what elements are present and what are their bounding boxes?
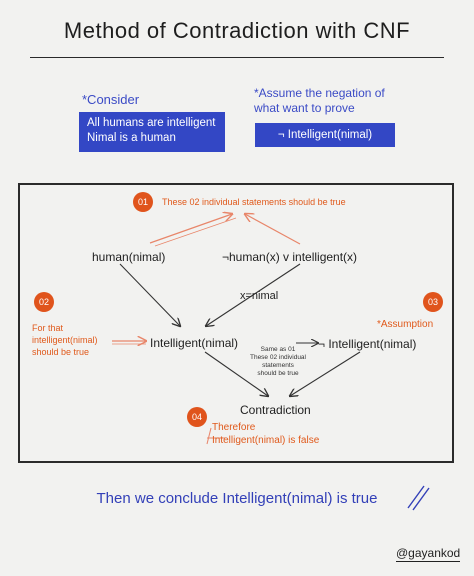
node-cnf-clause: ¬human(x) v intelligent(x) xyxy=(222,250,358,264)
small-note-line-2: These 02 individual xyxy=(249,354,306,361)
small-note-line-1: Same as 01 xyxy=(260,346,296,353)
step-badge-03: 03 xyxy=(423,292,443,312)
small-note-line-3: statements xyxy=(262,362,294,369)
therefore-note: Therefore Intelligent(nimal) is false xyxy=(212,421,319,447)
therefore-line-2: Intelligent(nimal) is false xyxy=(212,435,320,446)
title-underline xyxy=(30,57,444,58)
step-badge-02: 02 xyxy=(34,292,54,312)
consider-label: *Consider xyxy=(82,92,140,107)
assume-box: ¬ Intelligent(nimal) xyxy=(255,123,395,147)
small-note-line-4: should be true xyxy=(257,370,299,377)
step-badge-04: 04 xyxy=(187,407,207,427)
therefore-line-1: Therefore xyxy=(212,422,256,433)
node-human-nimal: human(nimal) xyxy=(92,250,166,264)
step-note-01: These 02 individual statements should be… xyxy=(162,197,346,207)
step-badge-01: 01 xyxy=(133,192,153,212)
step-note-02-line-2: intelligent(nimal) xyxy=(32,335,98,345)
step-note-02-line-3: should be true xyxy=(32,347,90,357)
step-note-02: For that intelligent(nimal) should be tr… xyxy=(32,322,98,358)
substitution-label: x=nimal xyxy=(240,290,279,302)
assume-label-line-2: what want to prove xyxy=(254,101,355,115)
assumption-label: *Assumption xyxy=(377,319,434,330)
consider-line-2: Nimal is a human xyxy=(87,132,176,144)
small-note-same-as-01: Same as 01 These 02 individual statement… xyxy=(246,346,310,378)
step-note-02-line-1: For that xyxy=(32,323,64,333)
conclusion-text: Then we conclude Intelligent(nimal) is t… xyxy=(96,490,378,507)
diagram-frame xyxy=(18,183,454,463)
assume-label: *Assume the negation of what want to pro… xyxy=(254,86,385,116)
page-title: Method of Contradiction with CNF xyxy=(63,18,411,43)
author-credit: @gayankod xyxy=(396,546,461,562)
node-contradiction: Contradiction xyxy=(240,403,311,417)
consider-box: All humans are intelligent Nimal is a hu… xyxy=(79,112,225,152)
node-not-intelligent-nimal: ¬ Intelligent(nimal) xyxy=(318,337,417,351)
assume-label-line-1: *Assume the negation of xyxy=(254,86,385,100)
consider-line-1: All humans are intelligent xyxy=(87,117,216,129)
node-intelligent-nimal: Intelligent(nimal) xyxy=(150,336,239,350)
